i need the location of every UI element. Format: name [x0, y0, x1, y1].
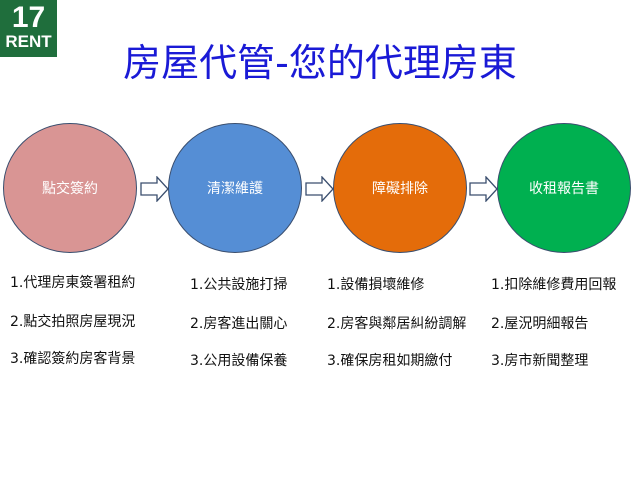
list-item: 3.房市新聞整理	[491, 353, 589, 369]
logo-word: RENT	[5, 32, 52, 51]
step-circle-troubleshooting: 障礙排除	[333, 123, 467, 253]
arrow-right-icon	[305, 176, 334, 202]
list-item: 1.扣除維修費用回報	[491, 277, 617, 293]
step-circle-signing: 點交簽約	[3, 123, 137, 253]
list-item: 2.點交拍照房屋現況	[10, 314, 136, 330]
step-label: 點交簽約	[42, 181, 98, 197]
list-item: 1.代理房東簽署租約	[10, 275, 136, 291]
page-title: 房屋代管-您的代理房東	[123, 41, 517, 85]
arrow-right-icon	[469, 176, 498, 202]
step-circle-report: 收租報告書	[497, 123, 631, 253]
list-item: 1.設備損壞維修	[327, 277, 425, 293]
list-item: 3.公用設備保養	[190, 353, 288, 369]
logo-number: 17	[11, 1, 46, 34]
step-circle-cleaning: 清潔維護	[168, 123, 302, 253]
list-item: 1.公共設施打掃	[190, 277, 288, 293]
list-item: 2.房客與鄰居糾紛調解	[327, 316, 467, 332]
step-label: 清潔維護	[207, 181, 263, 197]
list-item: 2.屋況明細報告	[491, 316, 589, 332]
list-item: 3.確認簽約房客背景	[10, 351, 136, 367]
list-item: 3.確保房租如期繳付	[327, 353, 453, 369]
step-label: 收租報告書	[529, 181, 599, 197]
step-label: 障礙排除	[372, 181, 428, 197]
logo-17rent: 17 RENT	[0, 0, 57, 57]
list-item: 2.房客進出關心	[190, 316, 288, 332]
arrow-right-icon	[140, 176, 169, 202]
